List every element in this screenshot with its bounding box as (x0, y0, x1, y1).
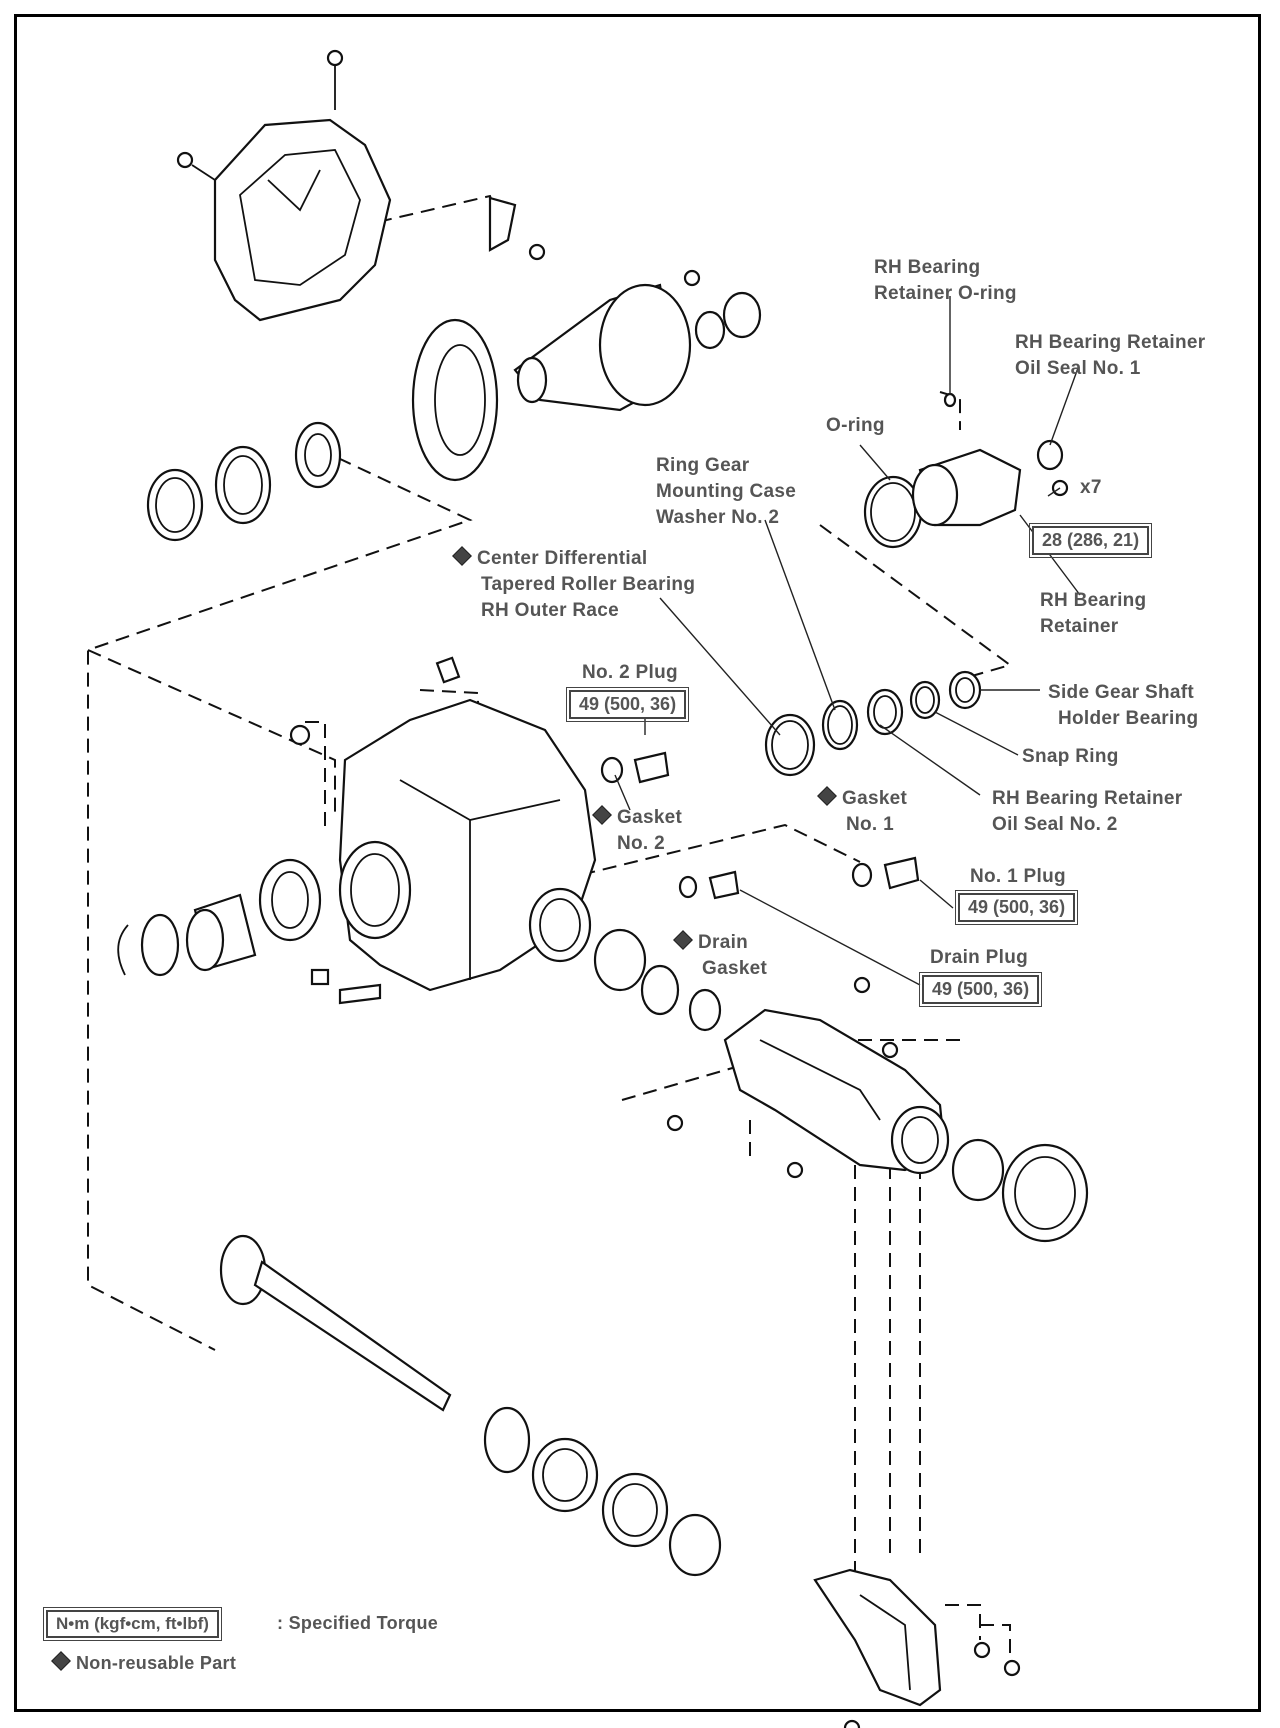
ring-gear-line3: Washer No. 2 (656, 507, 780, 528)
drain-gasket-line1: Drain (673, 930, 767, 956)
center-diff-line3: RH Outer Race (481, 600, 619, 621)
rh-retainer-line1: RH Bearing (1040, 590, 1147, 611)
dashed-guide-lines (87, 194, 1013, 1660)
oring-label: O-ring (826, 415, 885, 436)
gasket-no2-line2: No. 2 (617, 833, 665, 854)
pinion-bearings (593, 928, 722, 1032)
legend-torque-box: N•m (kgf•cm, ft•lbf) (43, 1607, 222, 1641)
side-gear-line2: Holder Bearing (1058, 708, 1199, 729)
rh-seal2-line2: Oil Seal No. 2 (992, 814, 1118, 835)
race-washer-row (764, 670, 982, 777)
gasket-no2-line1: Gasket (592, 805, 683, 831)
drain-gasket-line2: Gasket (702, 958, 768, 979)
no2-plug-torque: 49 (500, 36) (565, 687, 690, 722)
rh-bearing-retainer (863, 392, 1069, 549)
side-gear-shaft-bearing-label: Side Gear Shaft Holder Bearing (1048, 680, 1198, 732)
rh-bearing-retainer-label: RH Bearing Retainer (1040, 588, 1146, 640)
rh-bearing-retainer-oring-label: RH Bearing Retainer O-ring (874, 255, 1017, 307)
legend-nonreusable-line: Non-reusable Part (51, 1650, 237, 1676)
non-reusable-icon (817, 786, 837, 806)
rh-seal2-line1: RH Bearing Retainer (992, 788, 1183, 809)
center-diff-line1-text: Center Differential (477, 548, 648, 569)
ring-gear-assembly (411, 269, 762, 482)
no2-plug-label: No. 2 Plug (582, 662, 678, 683)
gasket-no2-label: Gasket No. 2 (592, 805, 683, 857)
left-bearing-set (146, 421, 342, 542)
non-reusable-icon (592, 805, 612, 825)
legend-torque-text: : Specified Torque (277, 1613, 439, 1633)
no1-plug-torque: 49 (500, 36) (954, 890, 1079, 925)
left-side-bearings (117, 858, 322, 977)
rear-cover (176, 49, 546, 322)
rh-retainer-bolt-torque: 28 (286, 21) (1028, 523, 1153, 558)
center-diff-line1: Center Differential (452, 546, 695, 572)
gasket-no2-line1-text: Gasket (617, 807, 683, 828)
non-reusable-icon (51, 1651, 71, 1671)
non-reusable-icon (452, 546, 472, 566)
drain-gasket-line1-text: Drain (698, 932, 749, 953)
extension-housing (666, 976, 1089, 1243)
rh-seal1-line2: Oil Seal No. 1 (1015, 358, 1141, 379)
side-gear-line1: Side Gear Shaft (1048, 682, 1194, 703)
plugs-and-gaskets (678, 856, 920, 900)
drain-gasket-label: Drain Gasket (673, 930, 768, 982)
bolt-count-label: x7 (1080, 477, 1102, 498)
gasket-no1-label: Gasket No. 1 (817, 786, 908, 838)
drain-plug-torque: 49 (500, 36) (918, 972, 1043, 1007)
rh-oring-line1: RH Bearing (874, 257, 981, 278)
ring-gear-line2: Mounting Case (656, 481, 797, 502)
ring-gear-washer-label: Ring Gear Mounting Case Washer No. 2 (656, 453, 796, 531)
gasket-no1-line2: No. 1 (846, 814, 894, 835)
rh-oring-line2: Retainer O-ring (874, 283, 1017, 304)
rh-bearing-retainer-oil-seal-2-label: RH Bearing Retainer Oil Seal No. 2 (992, 786, 1182, 838)
mounting-bracket (813, 1568, 1021, 1728)
transfer-case-housing (289, 656, 670, 1005)
legend-nonreusable-text: Non-reusable Part (76, 1653, 237, 1673)
center-diff-outer-race-label: Center Differential Tapered Roller Beari… (452, 546, 696, 624)
no1-plug-label: No. 1 Plug (970, 866, 1066, 887)
non-reusable-icon (673, 930, 693, 950)
output-shaft (219, 1234, 722, 1577)
rh-seal1-line1: RH Bearing Retainer (1015, 332, 1206, 353)
rh-retainer-line2: Retainer (1040, 616, 1119, 637)
rh-bearing-retainer-oil-seal-1-label: RH Bearing Retainer Oil Seal No. 1 (1015, 330, 1205, 382)
center-diff-line2: Tapered Roller Bearing (481, 574, 696, 595)
legend-nonreusable: Non-reusable Part (51, 1650, 237, 1676)
drain-plug-label: Drain Plug (930, 947, 1029, 968)
ring-gear-line1: Ring Gear (656, 455, 750, 476)
diagram-frame (14, 14, 1261, 1712)
gasket-no1-line1-text: Gasket (842, 788, 908, 809)
snap-ring-label: Snap Ring (1022, 746, 1119, 767)
gasket-no1-line1: Gasket (817, 786, 908, 812)
